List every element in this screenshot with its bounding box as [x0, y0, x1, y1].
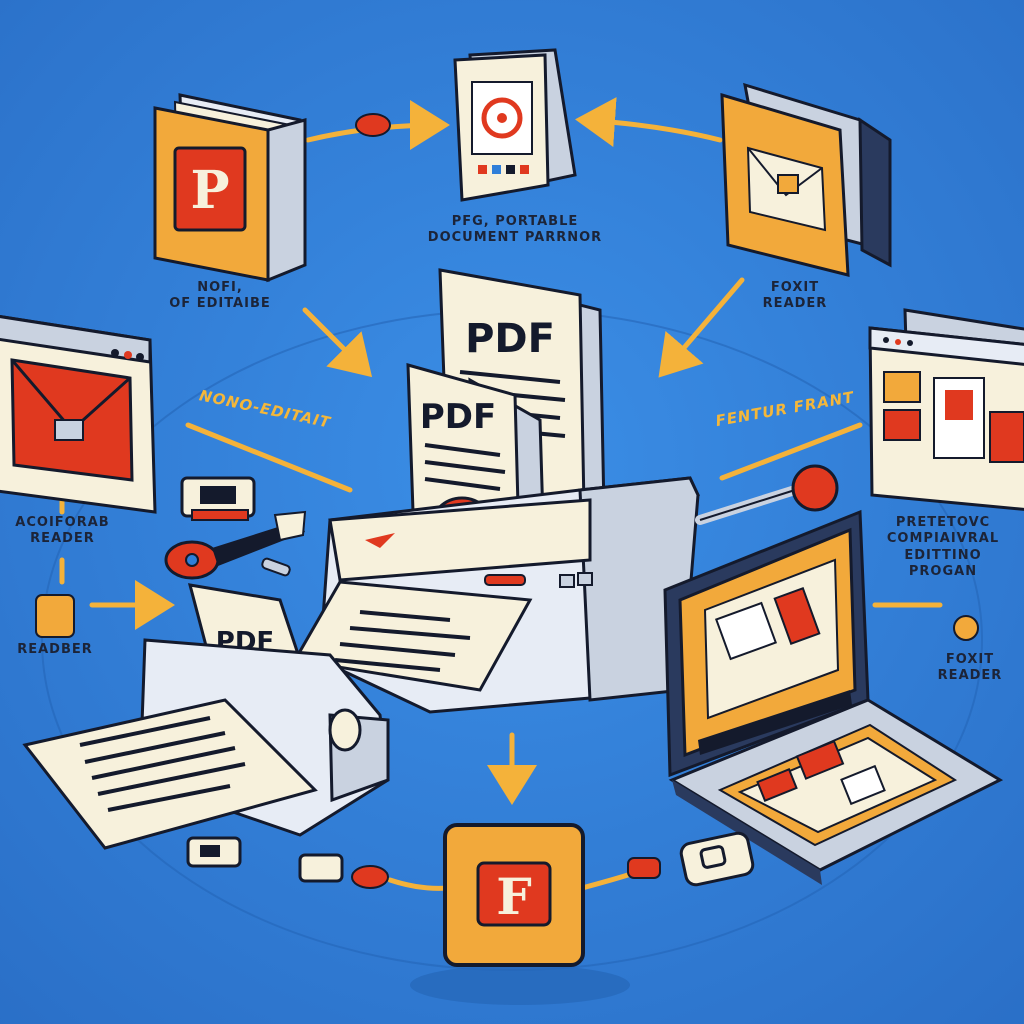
- gold-coin: [953, 615, 979, 641]
- back-pdf-label: PDF: [465, 316, 555, 362]
- label-right: PRETETOVC COMPIAIVRAL EDITTINO PROGAN: [868, 515, 1018, 580]
- label-top-right-line1: FOXIT: [770, 280, 820, 295]
- laptop-group: [663, 509, 1004, 885]
- line-mid-right: [719, 422, 863, 481]
- arrow-to-center-right: [658, 277, 745, 378]
- orange-chip: [35, 594, 75, 638]
- booklet-logo: [481, 97, 523, 139]
- label-top-center: PFG, PORTABLE DOCUMENT PARRNOR: [405, 214, 625, 247]
- bottom-chips: [186, 831, 755, 887]
- brush-head: [791, 464, 839, 512]
- svg-text:P: P: [190, 160, 229, 221]
- folder-p-logo: [173, 146, 247, 232]
- label-top-right: FOXIT READER: [740, 280, 850, 313]
- red-token-bottom: [351, 865, 389, 889]
- tools-group: [164, 476, 307, 580]
- label-top-left-line2: OF EDITAIBE: [169, 296, 271, 312]
- label-bottom-left: READBER: [17, 642, 93, 657]
- chip-right: [679, 831, 755, 887]
- browser-right-group: [868, 308, 1024, 511]
- envelope-folder-group: [720, 82, 892, 277]
- label-top-right-line2: READER: [762, 296, 828, 312]
- label-bottom-right: FOXIT READER: [920, 652, 1020, 685]
- booklet-group: [453, 48, 577, 202]
- left-output-paper: [22, 698, 318, 850]
- chip-center: [298, 853, 344, 883]
- label-top-center-line2: DOCUMENT PARRNOR: [427, 230, 603, 246]
- label-right-line3: EDITTINO: [904, 547, 982, 563]
- arrow-envelope-to-booklet: [575, 97, 723, 147]
- label-bottom-right-line1: FOXIT: [945, 652, 995, 667]
- label-right-line2: COMPIAIVRAL: [886, 531, 1000, 547]
- label-left-line1: ACOIFORAB: [15, 515, 110, 530]
- label-top-left: NOFI, OF EDITAIBE: [145, 280, 295, 313]
- line-mid-left: [185, 422, 353, 493]
- label-bottom-right-line2: READER: [937, 668, 1003, 684]
- front-pdf-label: PDF: [420, 397, 496, 437]
- browser-left-group: [0, 315, 157, 514]
- label-right-line4: PROGAN: [908, 563, 978, 579]
- red-token-right: [627, 857, 661, 879]
- app-tile-group: F: [410, 823, 630, 1005]
- brush-group: [695, 464, 839, 525]
- label-left-line2: READER: [30, 531, 95, 547]
- label-top-left-line1: NOFI,: [197, 280, 243, 295]
- label-right-line1: PRETETOVC: [895, 515, 991, 530]
- label-top-center-line1: PFG, PORTABLE: [451, 214, 579, 229]
- center-printer-group: PDF PDF: [292, 268, 700, 714]
- left-printer-group: PDF: [22, 583, 390, 850]
- svg-text:F: F: [496, 867, 532, 926]
- red-tokens: [35, 113, 979, 889]
- label-left: ACOIFORAB READER: [0, 515, 125, 548]
- red-token-top: [355, 113, 391, 137]
- folder-p-group: P: [153, 93, 307, 283]
- arrow-to-center-left: [302, 307, 373, 378]
